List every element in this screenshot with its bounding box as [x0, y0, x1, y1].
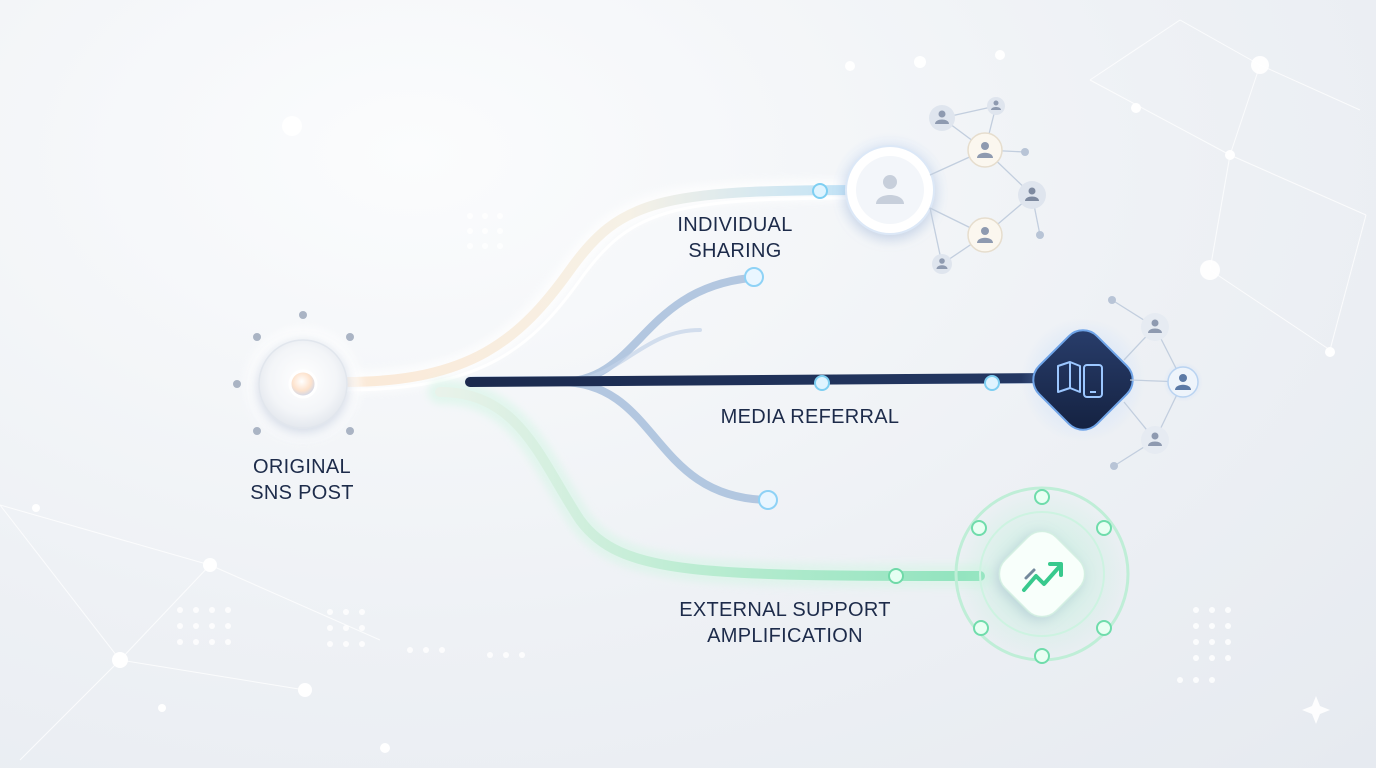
external-node — [954, 486, 1130, 664]
external-label-line1: EXTERNAL SUPPORT — [679, 599, 891, 621]
user-icon — [932, 254, 952, 274]
external-label-line2: AMPLIFICATION — [707, 625, 863, 647]
user-icon — [1141, 426, 1169, 454]
user-icon — [1163, 362, 1203, 402]
book-phone-icon — [1057, 361, 1103, 398]
individual-node — [832, 132, 948, 248]
external-support-label: EXTERNAL SUPPORT AMPLIFICATION — [650, 597, 920, 649]
user-icon — [1018, 181, 1046, 209]
background-network — [0, 19, 1367, 761]
individual-sharing-path — [334, 179, 871, 393]
media-referral-path — [465, 369, 1055, 391]
background-sparkles — [32, 50, 1335, 753]
circle-dot-icon — [288, 369, 318, 399]
trending-up-icon — [1022, 562, 1063, 592]
sparkle-star-icon — [1302, 696, 1330, 724]
media-label-line1: MEDIA REFERRAL — [720, 406, 900, 428]
original-label-line2: SNS POST — [250, 482, 354, 504]
user-icon — [929, 105, 955, 131]
user-icon — [876, 175, 904, 204]
path-endpoint-dots — [744, 183, 1000, 584]
individual-label-line1: INDIVIDUAL — [677, 214, 793, 236]
background-dot-grid — [177, 213, 1231, 683]
original-node — [233, 311, 361, 442]
user-icon — [1141, 313, 1169, 341]
media-node — [1021, 318, 1145, 442]
original-sns-post-label: ORIGINAL SNS POST — [232, 454, 372, 506]
user-icon — [987, 97, 1005, 115]
individual-peer-network — [929, 97, 1046, 274]
media-referral-label: MEDIA REFERRAL — [700, 404, 920, 430]
user-icon — [967, 217, 1003, 253]
external-support-path — [428, 380, 992, 588]
individual-label-line2: SHARING — [688, 240, 782, 262]
media-peer-network — [1108, 296, 1203, 470]
original-label-line1: ORIGINAL — [253, 456, 351, 478]
individual-sharing-label: INDIVIDUAL SHARING — [655, 212, 815, 264]
user-icon — [967, 132, 1003, 168]
